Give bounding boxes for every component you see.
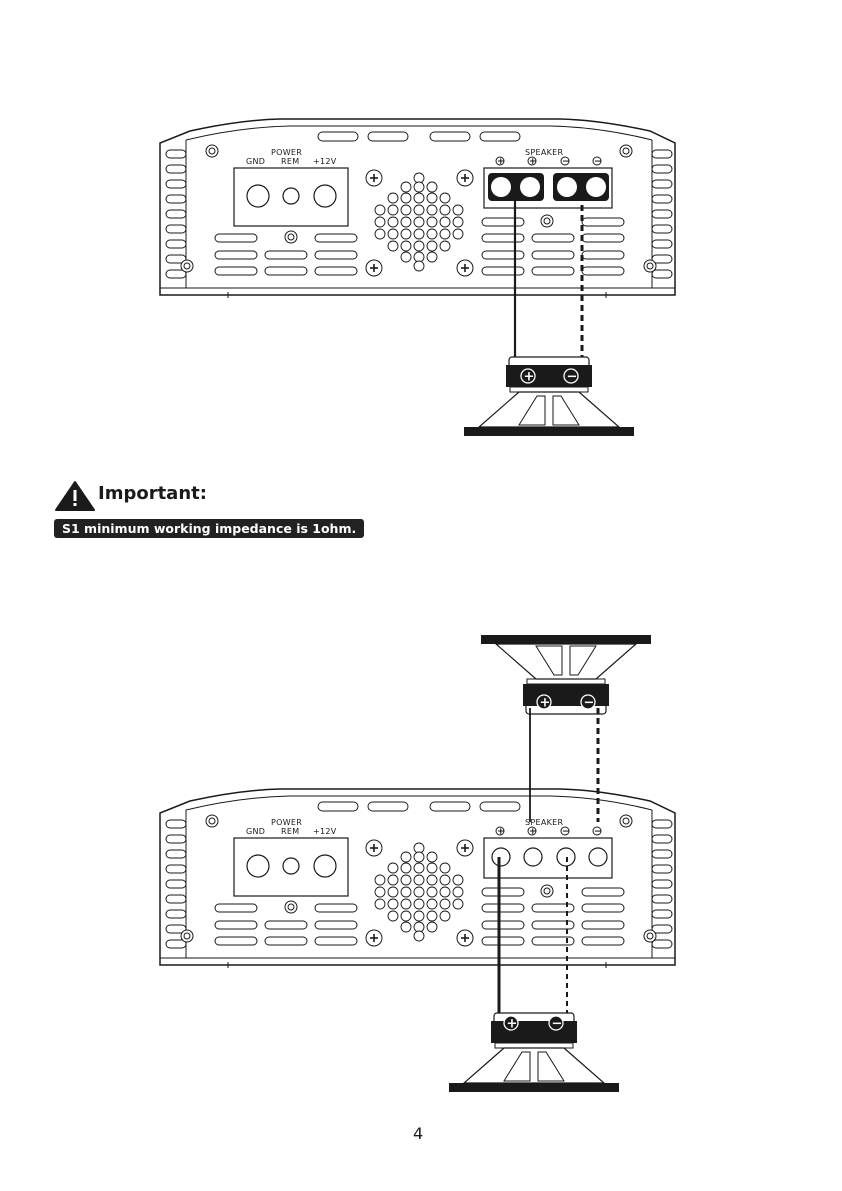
svg-text:+: + — [497, 157, 505, 167]
gnd-label: GND — [246, 827, 265, 836]
rem-label: REM — [281, 157, 299, 166]
page-number: 4 — [413, 1124, 423, 1143]
svg-text:−: − — [567, 370, 578, 385]
v12-label: +12V — [313, 827, 337, 836]
svg-text:−: − — [552, 1017, 563, 1032]
svg-text:+: + — [540, 696, 551, 711]
svg-text:+: + — [497, 827, 505, 837]
svg-text:+: + — [529, 827, 537, 837]
amplifier-panel-bottom: POWER GND REM +12V SPEAKER + + − − — [160, 789, 675, 968]
svg-text:−: − — [562, 827, 570, 837]
amplifier-panel-top: POWER GND REM +12V SPEAKER + + − − — [160, 119, 675, 298]
svg-text:−: − — [594, 157, 602, 167]
power-label: POWER — [271, 148, 302, 157]
power-label: POWER — [271, 818, 302, 827]
svg-text:−: − — [594, 827, 602, 837]
rem-label: REM — [281, 827, 299, 836]
svg-text:+: + — [507, 1017, 518, 1032]
speaker-top: + − — [464, 357, 634, 436]
warning-triangle-icon — [56, 482, 94, 510]
svg-text:−: − — [584, 696, 595, 711]
svg-text:−: − — [562, 157, 570, 167]
v12-label: +12V — [313, 157, 337, 166]
svg-text:+: + — [529, 157, 537, 167]
important-heading: Important: — [98, 483, 207, 504]
speaker-bottom-upper — [481, 635, 651, 714]
gnd-label: GND — [246, 157, 265, 166]
speaker-label: SPEAKER — [525, 148, 564, 157]
impedance-note: S1 minimum working impedance is 1ohm. — [54, 519, 364, 538]
svg-text:+: + — [524, 370, 535, 385]
speaker-bottom-lower: + − — [449, 1013, 619, 1092]
